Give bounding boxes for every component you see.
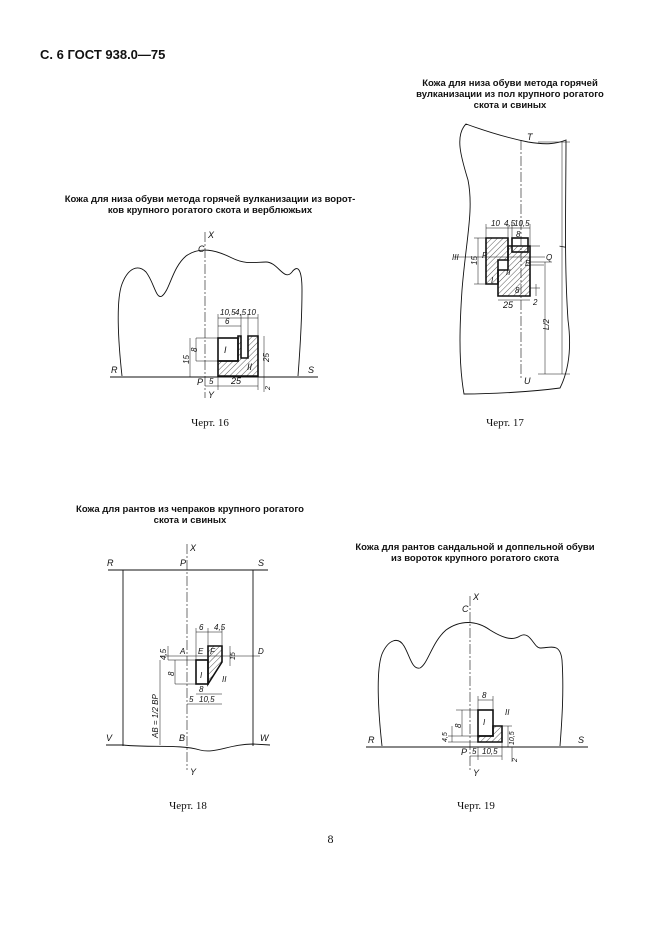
label-e: E [198, 647, 204, 656]
label-s: S [308, 365, 314, 375]
label-r: R [107, 558, 114, 568]
dim-5: 5 [209, 377, 214, 386]
figure-16-label: Черт. 16 [191, 417, 229, 429]
figure-16-caption: Кожа для низа обуви метода горячей вулка… [64, 194, 356, 216]
label-e: E [525, 259, 531, 268]
dim-25-vertical: 25 [262, 353, 271, 363]
page-header: С. 6 ГОСТ 938.0—75 [40, 47, 166, 62]
label-s: S [258, 558, 264, 568]
figure-17-caption: Кожа для низа обуви метода горячей вулка… [416, 78, 604, 111]
figure-18-label: Черт. 18 [169, 800, 207, 812]
label-ii: II [505, 708, 510, 717]
label-f: F [482, 251, 488, 260]
label-ii: II [247, 362, 253, 372]
label-p: P [180, 558, 186, 568]
dim-25-horizontal: 25 [230, 376, 242, 386]
dim-10-5-vertical: 10,5 [509, 731, 516, 745]
label-r: R [111, 365, 118, 375]
dim-8-top: 8 [516, 230, 521, 239]
label-i: I [491, 276, 494, 285]
dim-4-5: 4,5 [442, 732, 449, 742]
dim-8-bottom: 8 [515, 286, 520, 295]
figure-18-caption: Кожа для рантов из чепраков крупного рог… [76, 504, 304, 526]
label-p: P [197, 377, 203, 387]
blank-i [217, 337, 239, 362]
label-p: P [461, 747, 467, 757]
blank-ii [207, 645, 223, 687]
dim-l: L [558, 243, 568, 248]
label-b: B [179, 733, 185, 743]
dim-4-5-left: 4,5 [159, 648, 168, 660]
label-r: R [368, 735, 375, 745]
figure-19-drawing: 8 8 4,5 10,5 5 10,5 2 X C R S P Y I II [366, 592, 588, 778]
label-f: F [210, 647, 216, 656]
dim-8-horizontal: 8 [199, 685, 204, 694]
dim-l-half: L/2 [542, 318, 551, 330]
label-c: C [198, 244, 205, 254]
hide-outline [117, 249, 303, 377]
dim-25: 25 [502, 300, 514, 310]
dim-ab: AB = 1/2 BP [151, 694, 160, 739]
dim-10-5: 10,5 [514, 219, 530, 228]
label-v: V [106, 733, 113, 743]
label-a: A [179, 647, 185, 656]
label-ii: II [222, 675, 227, 684]
dim-2: 2 [265, 386, 272, 391]
label-i: I [200, 671, 203, 680]
blank-i [477, 709, 494, 737]
figure-18-drawing: 6 4,5 4,5 15 8 8 5 10,5 AB = 1/2 BP X R … [106, 543, 271, 777]
dim-8-horizontal: 8 [482, 691, 487, 700]
dim-5: 5 [472, 747, 477, 756]
dim-4-5: 4,5 [235, 308, 247, 317]
dim-2: 2 [532, 298, 538, 307]
blank-ii [477, 725, 503, 743]
label-i: I [483, 718, 486, 727]
label-x: X [472, 592, 480, 602]
page-number: 8 [327, 832, 334, 846]
dim-10-5: 10,5 [199, 695, 215, 704]
label-q: Q [546, 253, 552, 262]
label-t: T [527, 132, 534, 142]
dim-10: 10 [491, 219, 500, 228]
bottom-edge [106, 743, 271, 752]
label-c: C [462, 604, 469, 614]
dim-6: 6 [199, 623, 204, 632]
dim-2: 2 [512, 758, 519, 763]
figure-17-drawing: 10 4,5 10,5 8 15 8 25 2 L L/2 T U F E Q … [452, 123, 570, 395]
blank-iii-small [511, 237, 529, 253]
label-d: D [258, 647, 264, 656]
label-x: X [189, 543, 197, 553]
figure-16-drawing: 10,5 4,5 10 6 8 15 25 25 5 2 C X R S P Y… [110, 230, 318, 400]
dim-5: 5 [189, 695, 194, 704]
figure-17-label: Черт. 17 [486, 417, 524, 429]
label-x: X [207, 230, 215, 240]
dim-15: 15 [470, 256, 479, 265]
dim-4-5: 4,5 [504, 219, 516, 228]
dim-8-vertical: 8 [167, 671, 176, 676]
label-iii: III [452, 253, 459, 262]
label-y: Y [190, 767, 197, 777]
dim-8-vertical: 8 [454, 723, 463, 728]
dim-15: 15 [230, 652, 237, 660]
dim-10-5: 10,5 [220, 308, 236, 317]
hide-outline [459, 123, 570, 395]
label-u: U [524, 376, 531, 386]
label-w: W [260, 733, 270, 743]
figure-19-caption: Кожа для рантов сандальной и доппельной … [355, 542, 595, 564]
label-y: Y [473, 768, 480, 778]
dim-15: 15 [182, 355, 191, 364]
dim-6: 6 [225, 317, 230, 326]
label-ii: II [506, 268, 511, 277]
label-i: I [224, 345, 227, 355]
label-s: S [578, 735, 584, 745]
dim-10: 10 [247, 308, 256, 317]
figure-19-label: Черт. 19 [457, 800, 495, 812]
label-y: Y [208, 390, 215, 400]
dim-8: 8 [190, 347, 199, 352]
hide-outline [377, 622, 564, 747]
dim-4-5-top: 4,5 [214, 623, 226, 632]
dim-10-5-horizontal: 10,5 [482, 747, 498, 756]
